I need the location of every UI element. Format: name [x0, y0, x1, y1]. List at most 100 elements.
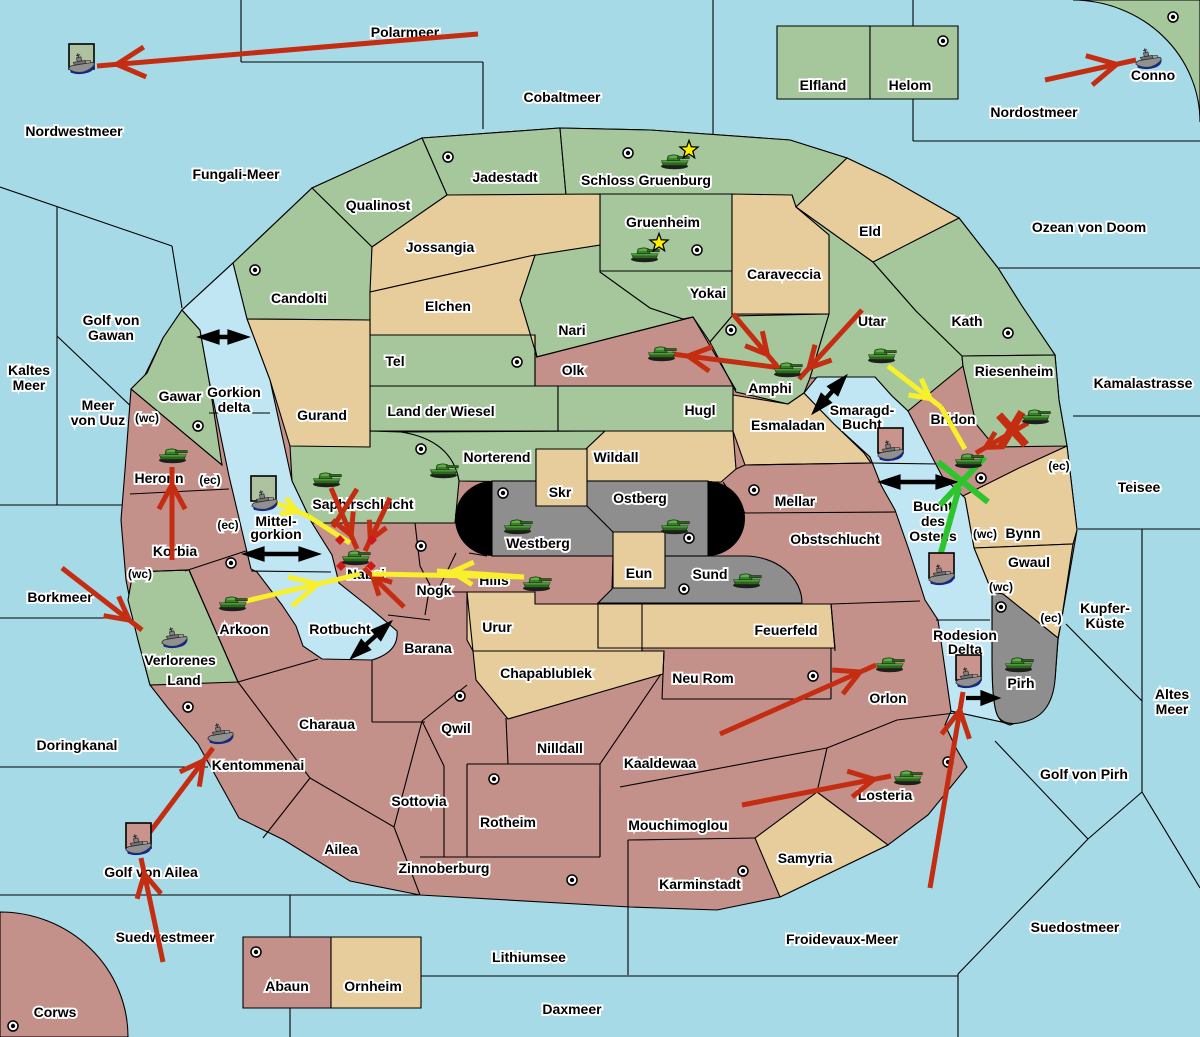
svg-text:Mittel-: Mittel-	[255, 513, 297, 529]
svg-text:Korbia: Korbia	[153, 543, 198, 559]
svg-text:Wildall: Wildall	[594, 449, 639, 465]
svg-text:Kentommenai: Kentommenai	[212, 757, 305, 773]
svg-text:Ornheim: Ornheim	[344, 978, 402, 994]
svg-text:Ozean von Doom: Ozean von Doom	[1032, 219, 1146, 235]
svg-text:Lithiumsee: Lithiumsee	[492, 949, 566, 965]
svg-text:Sund: Sund	[693, 566, 728, 582]
svg-text:Elfland: Elfland	[800, 77, 847, 93]
svg-text:Eld: Eld	[859, 223, 881, 239]
svg-text:Candolti: Candolti	[271, 290, 327, 306]
svg-text:Rotbucht: Rotbucht	[309, 621, 371, 637]
svg-text:Qualinost: Qualinost	[346, 197, 411, 213]
svg-text:Chapablublek: Chapablublek	[500, 665, 592, 681]
svg-text:Ostberg: Ostberg	[613, 490, 667, 506]
svg-text:Yokai: Yokai	[690, 285, 726, 301]
svg-text:Riesenheim: Riesenheim	[975, 363, 1054, 379]
svg-text:Bynn: Bynn	[1006, 525, 1041, 541]
svg-text:(ec): (ec)	[199, 473, 220, 487]
svg-text:Caraveccia: Caraveccia	[747, 266, 821, 282]
svg-text:Cobaltmeer: Cobaltmeer	[523, 89, 601, 105]
svg-text:delta: delta	[218, 399, 251, 415]
svg-text:Kupfer-: Kupfer-	[1080, 600, 1130, 616]
svg-text:Gorkion: Gorkion	[207, 384, 261, 400]
svg-text:Westberg: Westberg	[506, 535, 570, 551]
svg-text:Jadestadt: Jadestadt	[472, 169, 538, 185]
svg-text:Gruenheim: Gruenheim	[626, 214, 700, 230]
svg-text:Verlorenes: Verlorenes	[144, 652, 216, 668]
svg-text:Nari: Nari	[558, 322, 585, 338]
svg-text:Froidevaux-Meer: Froidevaux-Meer	[786, 931, 899, 947]
svg-text:Kaaldewaa: Kaaldewaa	[624, 755, 697, 771]
svg-text:Küste: Küste	[1086, 615, 1125, 631]
svg-text:Heronn: Heronn	[135, 470, 184, 486]
svg-text:Arkoon: Arkoon	[220, 621, 269, 637]
svg-text:Eun: Eun	[626, 565, 652, 581]
svg-text:Karminstadt: Karminstadt	[659, 876, 741, 892]
svg-text:Orlon: Orlon	[869, 690, 906, 706]
svg-text:Utar: Utar	[858, 313, 887, 329]
svg-text:(wc): (wc)	[128, 567, 152, 581]
svg-text:Olk: Olk	[562, 362, 585, 378]
svg-text:Bridon: Bridon	[930, 411, 975, 427]
svg-text:von Uuz: von Uuz	[71, 412, 125, 428]
svg-text:Teisee: Teisee	[1118, 479, 1161, 495]
svg-text:Daxmeer: Daxmeer	[542, 1001, 602, 1017]
svg-text:Altes: Altes	[1155, 686, 1189, 702]
svg-text:Abaun: Abaun	[265, 978, 309, 994]
svg-text:Ailea: Ailea	[324, 841, 358, 857]
svg-text:(ec): (ec)	[217, 518, 238, 532]
svg-text:Land: Land	[167, 672, 200, 688]
svg-text:Nordwestmeer: Nordwestmeer	[25, 123, 123, 139]
svg-text:(ec): (ec)	[1040, 611, 1061, 625]
svg-text:Barana: Barana	[404, 640, 452, 656]
svg-text:Golf von: Golf von	[83, 312, 140, 328]
svg-text:Feuerfeld: Feuerfeld	[754, 622, 817, 638]
svg-text:Esmaladan: Esmaladan	[751, 417, 825, 433]
svg-text:Neu Rom: Neu Rom	[672, 670, 733, 686]
svg-text:Meer: Meer	[13, 377, 46, 393]
svg-text:des: des	[921, 513, 945, 529]
svg-text:Saphirschlucht: Saphirschlucht	[312, 496, 413, 512]
svg-text:Gawan: Gawan	[88, 327, 134, 343]
svg-text:(ec): (ec)	[1048, 459, 1069, 473]
svg-text:Smaragd-: Smaragd-	[830, 402, 895, 418]
svg-text:Conno: Conno	[1131, 67, 1175, 83]
svg-text:Schloss Gruenburg: Schloss Gruenburg	[581, 172, 711, 188]
svg-text:Kath: Kath	[951, 313, 982, 329]
svg-text:Zinnoberburg: Zinnoberburg	[399, 860, 490, 876]
svg-text:Mellar: Mellar	[775, 493, 816, 509]
svg-text:Golf von Ailea: Golf von Ailea	[104, 864, 198, 880]
svg-text:Borkmeer: Borkmeer	[27, 589, 93, 605]
svg-text:Norterend: Norterend	[464, 449, 531, 465]
svg-text:Land der Wiesel: Land der Wiesel	[387, 403, 494, 419]
svg-text:Bucht: Bucht	[842, 416, 882, 432]
svg-text:Doringkanal: Doringkanal	[37, 737, 118, 753]
svg-text:Suedwestmeer: Suedwestmeer	[116, 929, 215, 945]
svg-text:Gurand: Gurand	[297, 407, 347, 423]
svg-text:Delta: Delta	[948, 641, 982, 657]
svg-text:(wc): (wc)	[973, 527, 997, 541]
svg-text:Meer: Meer	[82, 397, 115, 413]
svg-text:Suedostmeer: Suedostmeer	[1031, 919, 1120, 935]
svg-text:Jossangia: Jossangia	[406, 239, 475, 255]
svg-text:(wc): (wc)	[135, 411, 159, 425]
svg-text:gorkion: gorkion	[250, 526, 301, 542]
svg-text:Pirh: Pirh	[1007, 675, 1034, 691]
svg-text:Kaltes: Kaltes	[8, 362, 50, 378]
svg-text:Nordostmeer: Nordostmeer	[990, 104, 1078, 120]
svg-text:Urur: Urur	[482, 619, 512, 635]
svg-text:Charaua: Charaua	[299, 716, 355, 732]
svg-text:Samyria: Samyria	[778, 850, 833, 866]
svg-text:Gwaul: Gwaul	[1008, 554, 1050, 570]
svg-text:Qwil: Qwil	[441, 720, 471, 736]
svg-text:Mouchimoglou: Mouchimoglou	[628, 817, 728, 833]
svg-text:Losteria: Losteria	[858, 787, 913, 803]
svg-text:Kamalastrasse: Kamalastrasse	[1094, 375, 1193, 391]
svg-text:Golf von Pirh: Golf von Pirh	[1040, 766, 1128, 782]
svg-text:Hugl: Hugl	[684, 402, 715, 418]
svg-text:Meer: Meer	[1156, 701, 1189, 717]
svg-text:Corws: Corws	[34, 1004, 77, 1020]
svg-text:Rodesion: Rodesion	[933, 627, 997, 643]
svg-text:Gawar: Gawar	[159, 388, 202, 404]
svg-text:Nilldall: Nilldall	[537, 740, 583, 756]
